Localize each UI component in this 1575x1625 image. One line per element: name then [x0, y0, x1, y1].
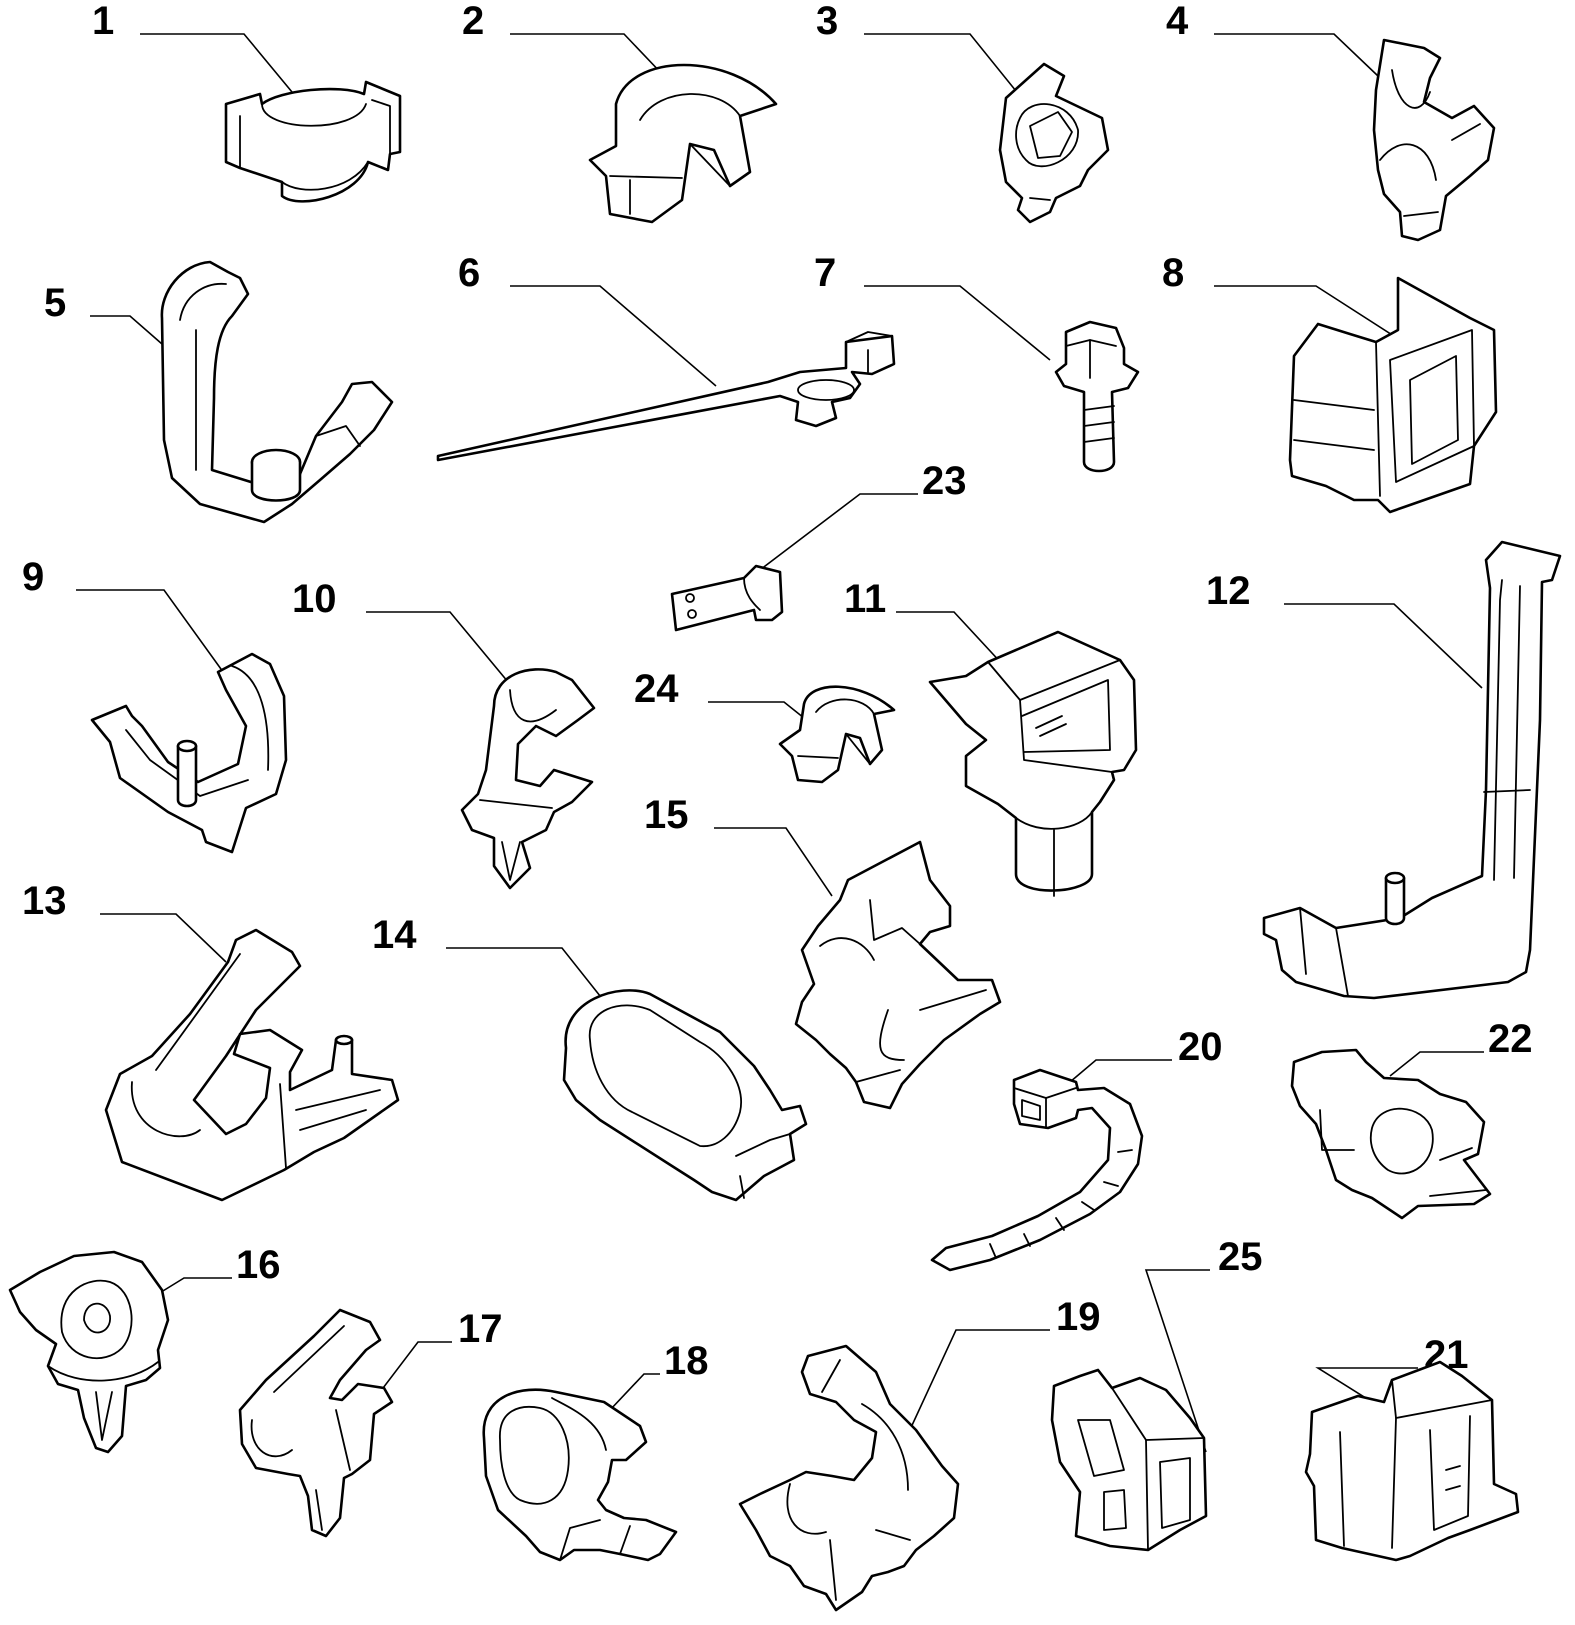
- leader-lines: [76, 33, 1484, 1453]
- callout-24: 24: [634, 667, 679, 711]
- part-5-u-bracket-clip: [160, 260, 394, 524]
- part-25-connector-block: [1050, 1368, 1208, 1552]
- part-7-flanged-bolt: [1054, 320, 1140, 473]
- part-15-double-bracket-clip: [794, 840, 1002, 1110]
- callout-4: 4: [1166, 0, 1189, 43]
- part-21-housing-block: [1304, 1360, 1520, 1562]
- leader-line-7: [864, 285, 1051, 361]
- leader-line-15: [714, 827, 833, 897]
- leader-line-6: [510, 285, 717, 387]
- callout-labels: 1 2 3 4 5 6 7 8 9 10 11 12 13 14 15 16 1…: [22, 0, 1533, 1383]
- callout-10: 10: [292, 577, 337, 621]
- callout-3: 3: [816, 0, 838, 43]
- part-1-saddle-cable-clip: [224, 80, 402, 203]
- part-20-connector-strap: [930, 1068, 1144, 1272]
- callout-17: 17: [458, 1307, 503, 1351]
- leader-line-25: [1144, 1269, 1210, 1453]
- part-13-loop-strap-clip: [104, 928, 400, 1202]
- part-22-molded-retainer: [1290, 1048, 1492, 1220]
- callout-6: 6: [458, 251, 480, 295]
- part-24-small-push-clip: [778, 685, 896, 784]
- callout-19: 19: [1056, 1295, 1101, 1339]
- callout-14: 14: [372, 913, 417, 957]
- part-16-loop-push-clip: [8, 1250, 170, 1454]
- leader-line-11: [896, 611, 1005, 667]
- part-9-u-clip-pin: [90, 652, 288, 854]
- leader-line-23: [751, 493, 918, 577]
- leader-line-22: [1389, 1051, 1484, 1077]
- leader-line-10: [366, 611, 519, 695]
- part-6-cable-tie: [436, 331, 896, 462]
- callout-13: 13: [22, 879, 67, 923]
- leader-line-8: [1214, 285, 1401, 341]
- part-4-double-hook-clip: [1372, 38, 1496, 242]
- part-11-ring-clip-shank: [928, 630, 1138, 897]
- callout-15: 15: [644, 793, 689, 837]
- part-12-tall-l-bracket: [1262, 540, 1562, 1000]
- leader-line-14: [446, 947, 609, 1007]
- callout-12: 12: [1206, 569, 1251, 613]
- leader-line-19: [907, 1329, 1050, 1435]
- part-17-hairpin-clip: [238, 1308, 394, 1538]
- callout-5: 5: [44, 281, 66, 325]
- callout-25: 25: [1218, 1235, 1263, 1279]
- callout-11: 11: [844, 577, 886, 621]
- leader-line-16: [157, 1277, 232, 1295]
- callout-23: 23: [922, 459, 967, 503]
- part-10-hook-clip: [460, 668, 596, 890]
- leader-line-5: [90, 315, 163, 345]
- leader-line-9: [76, 589, 227, 677]
- part-2-push-mount-clip: [588, 63, 778, 224]
- callout-22: 22: [1488, 1017, 1533, 1061]
- callout-7: 7: [814, 251, 836, 295]
- part-23-bent-tab: [670, 564, 784, 632]
- part-14-oval-boot: [562, 989, 808, 1202]
- callout-1: 1: [92, 0, 114, 43]
- callout-16: 16: [236, 1243, 281, 1287]
- leader-line-3: [864, 33, 1021, 97]
- callout-20: 20: [1178, 1025, 1223, 1069]
- leader-line-24: [708, 701, 805, 719]
- callout-9: 9: [22, 555, 44, 599]
- leader-line-12: [1284, 603, 1483, 689]
- part-3-round-push-clip: [998, 62, 1110, 224]
- part-18-twin-loop-clamp: [482, 1388, 678, 1562]
- leader-line-4: [1214, 33, 1379, 77]
- leader-line-1: [140, 33, 293, 93]
- leader-line-17: [379, 1341, 452, 1393]
- leader-line-2: [510, 33, 665, 77]
- callout-18: 18: [664, 1339, 709, 1383]
- leader-line-13: [100, 913, 227, 963]
- callout-2: 2: [462, 0, 484, 43]
- part-19-strip-bracket-clip: [738, 1344, 960, 1612]
- part-8-frame-block: [1288, 276, 1498, 514]
- leader-line-20: [1069, 1059, 1172, 1083]
- callout-8: 8: [1162, 251, 1184, 295]
- leader-line-18: [609, 1373, 660, 1411]
